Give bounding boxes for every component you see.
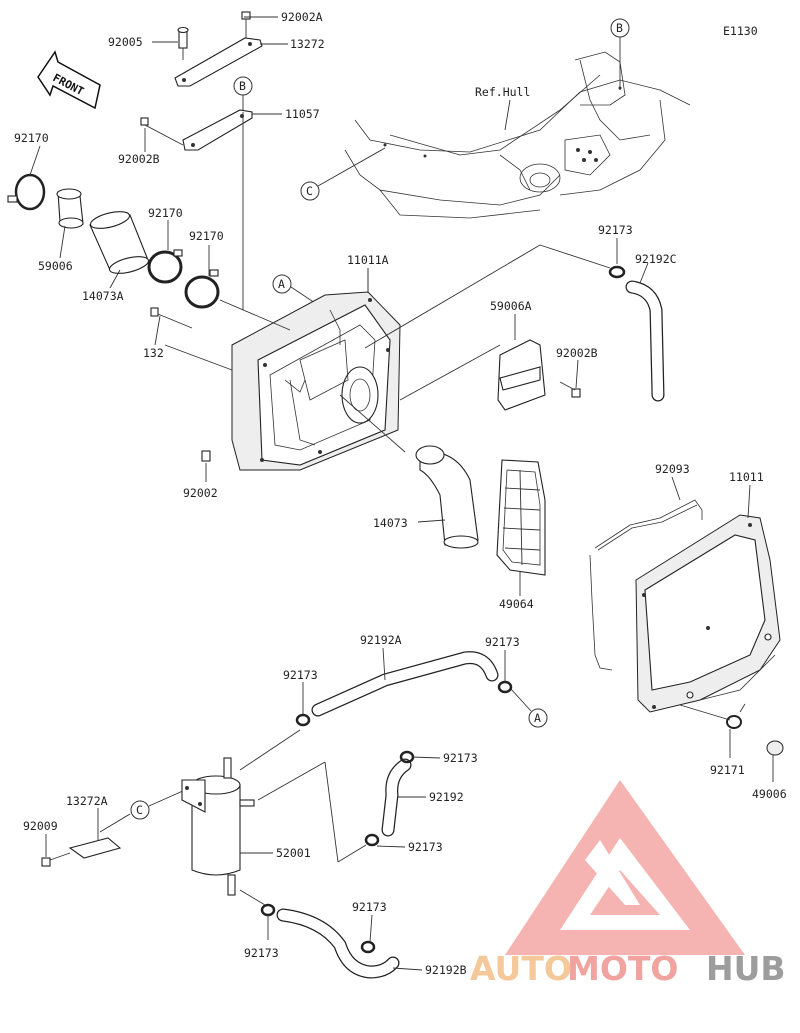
label-49064: 49064 (499, 597, 534, 611)
marker-b-mid: B (233, 76, 253, 112)
label-49006: 49006 (752, 787, 787, 801)
separator-52001 (181, 757, 255, 896)
airbox-11011A (231, 291, 401, 471)
watermark-text: AUTO MOTO HUB (470, 949, 786, 988)
label-59006A: 59006A (490, 299, 532, 313)
svg-text:A: A (278, 277, 285, 291)
clamp-92173-a (497, 680, 513, 694)
watermark-logo (505, 780, 745, 955)
label-92171: 92171 (710, 763, 745, 777)
front-arrow: FRONT (37, 50, 101, 110)
ref-hull-label: Ref.Hull (475, 85, 530, 99)
label-92173-e: 92173 (244, 946, 279, 960)
watermark-hub: HUB (706, 949, 786, 988)
label-92002: 92002 (183, 486, 218, 500)
label-11011A: 11011A (347, 253, 389, 267)
duct-14073A (89, 211, 150, 274)
hose-92192A (311, 651, 499, 717)
label-92170-mid: 92170 (148, 206, 183, 220)
hose-92192B (276, 908, 400, 979)
label-13272A: 13272A (66, 794, 108, 808)
bolt-92002 (201, 450, 211, 462)
watermark-moto: MOTO (567, 949, 678, 988)
svg-text:A: A (534, 711, 541, 725)
label-11057: 11057 (285, 107, 320, 121)
label-92009: 92009 (23, 819, 58, 833)
bolt-92002A (241, 11, 251, 38)
bolt-132 (150, 307, 233, 371)
svg-text:B: B (616, 21, 623, 35)
clamp-92173-tr (608, 265, 626, 279)
clamp-92170-left (7, 173, 46, 211)
label-92173-f: 92173 (352, 900, 387, 914)
label-92002B-top: 92002B (118, 152, 160, 166)
clamp-92173-f (360, 940, 376, 954)
marker-c-bottom: C (99, 789, 186, 833)
svg-text:C: C (306, 184, 313, 198)
clamp-92170-mid2 (184, 269, 220, 309)
part-labels: 92002A 92005 13272 11057 92002B 92170 59… (14, 10, 787, 977)
label-14073A: 14073A (82, 289, 124, 303)
clamp-92173-b (295, 713, 311, 727)
label-92173-d: 92173 (408, 840, 443, 854)
label-92192: 92192 (429, 790, 464, 804)
bolt-92002B-mid (559, 381, 581, 398)
bolt-92005 (177, 26, 189, 60)
label-92170-mid2: 92170 (189, 229, 224, 243)
label-132: 132 (143, 346, 164, 360)
cover-11011 (635, 514, 781, 713)
label-92173-c: 92173 (443, 751, 478, 765)
marker-c-top: C (300, 147, 386, 201)
label-92173-b: 92173 (283, 668, 318, 682)
label-11011: 11011 (729, 470, 764, 484)
clamp-92171 (726, 703, 746, 729)
hull-reference (344, 51, 691, 219)
cap-49006 (766, 740, 784, 756)
label-52001: 52001 (276, 846, 311, 860)
label-92170-left: 92170 (14, 131, 49, 145)
screen-49064 (496, 459, 546, 576)
gasket-92093 (589, 499, 703, 671)
marker-a-bottom: A (509, 687, 548, 728)
label-92002A: 92002A (281, 10, 323, 24)
bolt-92002B-top (140, 117, 184, 146)
cover-59006A (497, 339, 546, 411)
svg-text:B: B (239, 79, 246, 93)
label-92173-tr: 92173 (598, 223, 633, 237)
hose-92192C (625, 280, 665, 402)
bracket-13272 (174, 37, 263, 87)
leader-lines (29, 16, 774, 971)
label-92173-a: 92173 (485, 635, 520, 649)
label-92192A: 92192A (360, 633, 402, 647)
hose-92192 (381, 758, 412, 837)
watermark-auto: AUTO (470, 949, 572, 988)
bolt-92009 (41, 852, 71, 867)
label-92093: 92093 (655, 462, 690, 476)
cap-59006 (56, 188, 84, 229)
diagram-code: E1130 (723, 24, 758, 38)
clamp-92173-e (260, 903, 276, 917)
label-92005: 92005 (108, 35, 143, 49)
bracket-13272A (68, 837, 122, 859)
bracket-11057 (182, 109, 253, 151)
label-92002B-mid: 92002B (556, 346, 598, 360)
svg-text:C: C (136, 803, 143, 817)
clamp-92173-d (364, 833, 380, 847)
label-13272: 13272 (290, 37, 325, 51)
label-92192C: 92192C (635, 252, 677, 266)
marker-b-top: B (610, 18, 630, 90)
label-14073: 14073 (373, 516, 408, 530)
label-92192B: 92192B (425, 963, 467, 977)
clamp-92170-mid (147, 249, 183, 284)
duct-14073 (415, 445, 479, 549)
marker-a-top: A (272, 274, 319, 306)
label-59006: 59006 (38, 259, 73, 273)
